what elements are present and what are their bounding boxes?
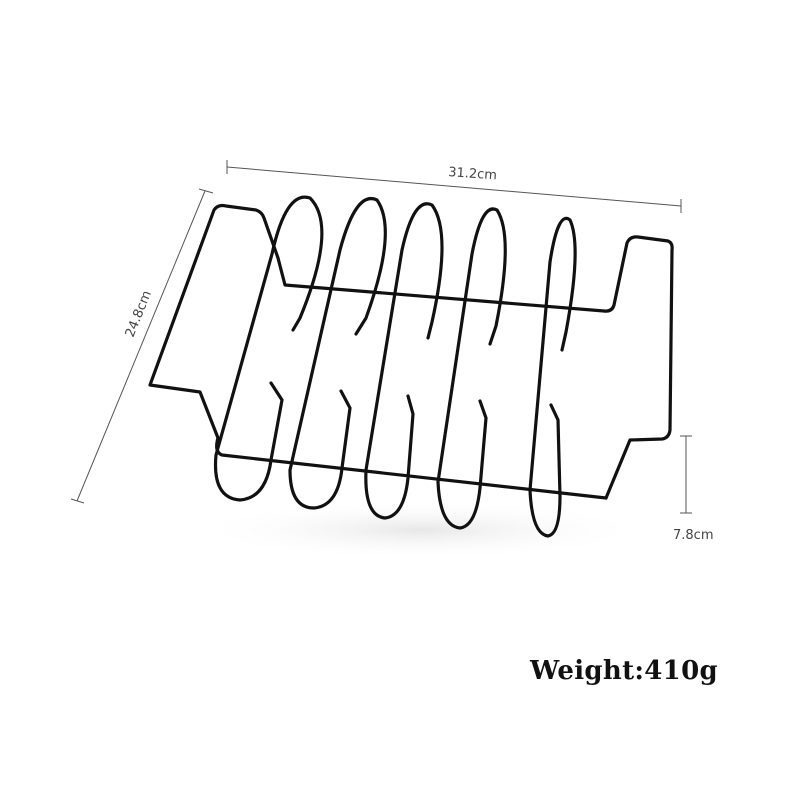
length-label: 31.2cm <box>448 165 498 183</box>
hook-2 <box>288 197 387 510</box>
height-dimension-line <box>680 435 692 514</box>
hook-3 <box>364 202 444 520</box>
hooks <box>213 195 577 538</box>
width-dimension-line <box>70 188 214 504</box>
weight-label: Weight:410g <box>530 656 718 686</box>
width-label: 24.8cm <box>123 289 155 340</box>
hook-5 <box>528 216 577 538</box>
length-dimension-line <box>226 160 682 213</box>
back-rail <box>276 235 674 500</box>
hook-4 <box>436 207 507 530</box>
height-label: 7.8cm <box>673 528 714 543</box>
rack-shadow <box>190 500 650 560</box>
left-handle <box>148 203 280 440</box>
hook-1 <box>213 195 324 502</box>
